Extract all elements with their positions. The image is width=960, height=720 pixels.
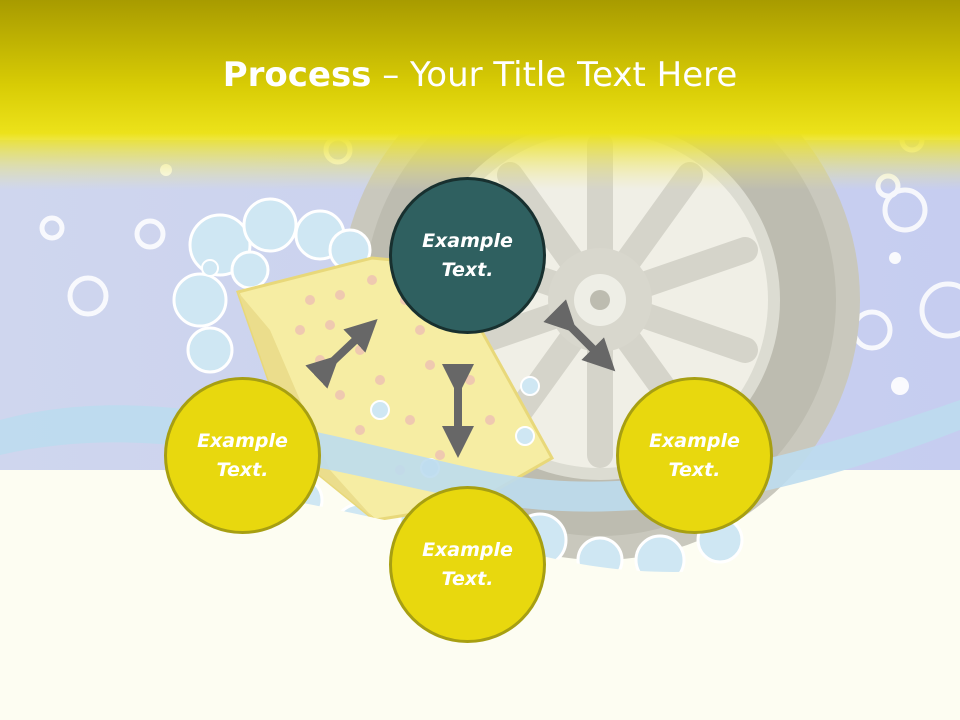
process-node-bottom: Example Text.: [389, 486, 546, 643]
node-right-line2: Text.: [668, 458, 721, 481]
arrow-top-left: [305, 318, 378, 389]
process-node-right: Example Text.: [616, 377, 773, 534]
arrow-top-right: [543, 299, 616, 372]
node-top-line1: Example: [422, 229, 513, 252]
node-top-line2: Text.: [441, 258, 494, 281]
title-bold: Process: [222, 55, 372, 95]
slide-title: Process – Your Title Text Here: [0, 52, 960, 98]
node-left-line1: Example: [197, 429, 288, 452]
node-bottom-line1: Example: [422, 538, 513, 561]
title-rest: – Your Title Text Here: [371, 55, 738, 95]
node-left-line2: Text.: [216, 458, 269, 481]
node-bottom-line2: Text.: [441, 567, 494, 590]
node-right-line1: Example: [649, 429, 740, 452]
process-node-left: Example Text.: [164, 377, 321, 534]
process-node-top: Example Text.: [389, 177, 546, 334]
